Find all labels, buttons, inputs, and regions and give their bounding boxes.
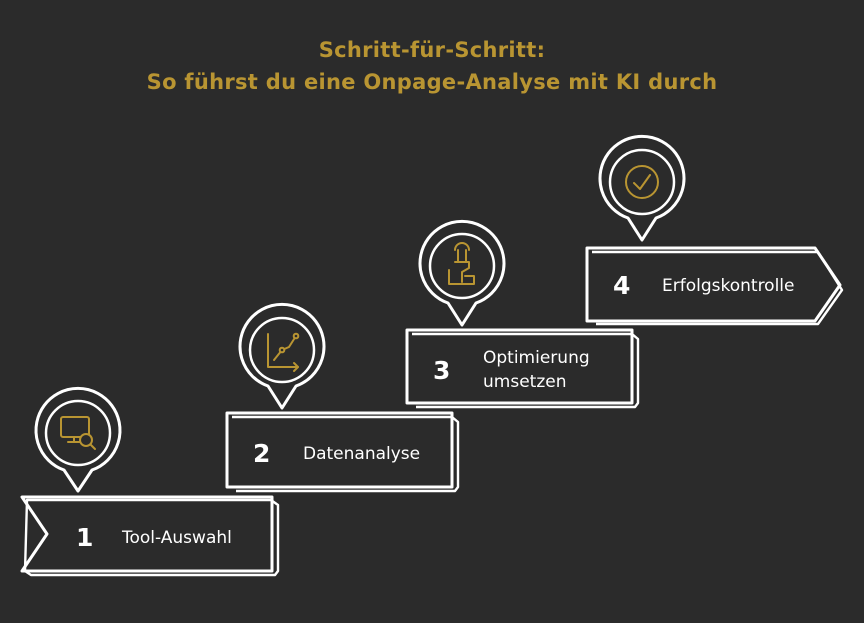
step-1-number: 1	[76, 523, 93, 552]
step-4: 4 Erfolgskontrolle	[585, 134, 844, 326]
step-4-marker	[598, 134, 686, 242]
step-1-marker	[34, 386, 122, 493]
step-2-banner	[225, 411, 454, 489]
step-2-marker	[238, 302, 326, 410]
step-1-banner	[20, 495, 274, 573]
step-4-label: Erfolgskontrolle	[662, 276, 795, 296]
step-3-number: 3	[433, 356, 450, 385]
step-3-label-line-2: umsetzen	[483, 372, 566, 392]
line-chart-icon	[267, 332, 300, 372]
step-2-label: Datenanalyse	[303, 444, 420, 464]
step-3: 3 Optimierung umsetzen	[405, 219, 640, 409]
step-4-banner	[585, 246, 842, 323]
step-2: 2 Datenanalyse	[225, 302, 460, 493]
step-1: 1 Tool-Auswahl	[20, 386, 280, 577]
step-1-label: Tool-Auswahl	[121, 528, 232, 548]
check-circle-icon	[625, 165, 659, 199]
hand-wrench-icon	[448, 242, 475, 285]
step-4-number: 4	[613, 271, 630, 300]
step-3-marker	[418, 219, 506, 327]
diagram-title-line-1: Schritt-für-Schritt:	[318, 38, 546, 62]
diagram-title-line-2: So führst du eine Onpage-Analyse mit KI …	[146, 70, 718, 94]
step-3-banner	[405, 328, 634, 405]
step-3-label-line-1: Optimierung	[483, 348, 590, 368]
monitor-search-icon	[60, 416, 96, 450]
step-2-number: 2	[253, 439, 270, 468]
